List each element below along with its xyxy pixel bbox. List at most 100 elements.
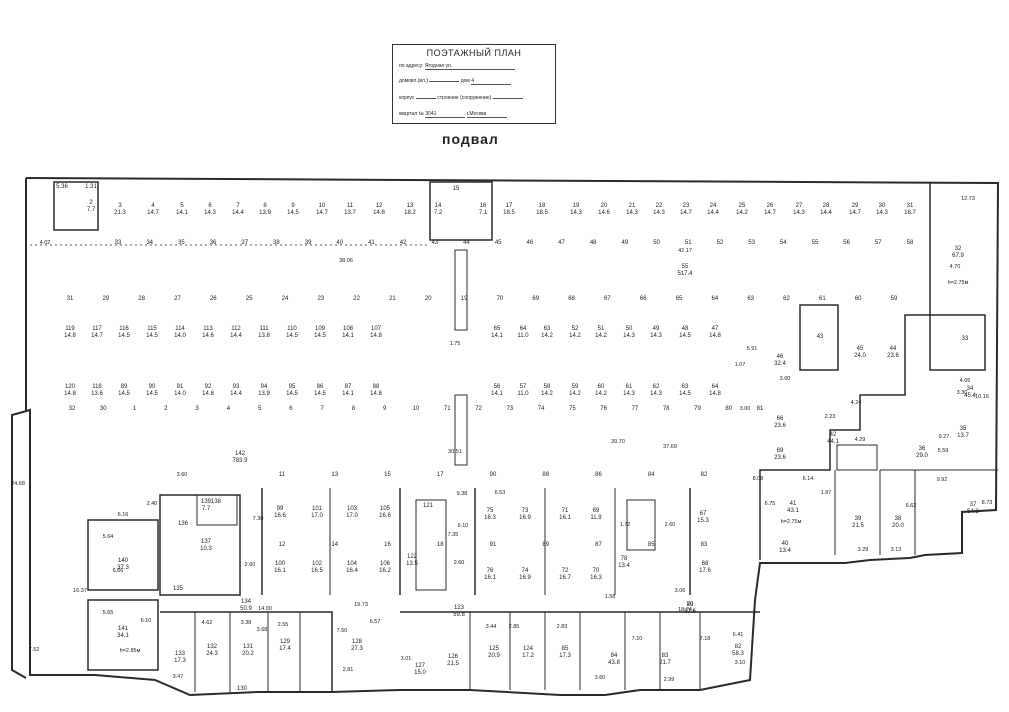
dimension-label: 2.81	[343, 667, 354, 673]
room-area: 32.4	[774, 361, 786, 367]
room-number: 18	[539, 203, 546, 209]
room-area: 14.5	[118, 333, 130, 339]
dimension-label: 4.29	[855, 437, 866, 443]
dimension-label: 30.51	[448, 449, 462, 455]
room-number: 82	[735, 644, 742, 650]
room-area: 54.2	[967, 509, 979, 515]
room-area: 17.3	[559, 653, 571, 659]
room-number: 139	[201, 499, 212, 505]
dimension-label: 5.65	[103, 610, 114, 616]
east-block-wall	[759, 183, 931, 560]
parking-spot-number: 6	[289, 406, 293, 412]
parking-spot-number: 32	[69, 406, 76, 412]
room-area: 14.8	[709, 391, 721, 397]
room-area: 18.5	[503, 210, 515, 216]
room-area: 14.5	[314, 391, 326, 397]
house-line: домовл.(вл.) дом 4	[399, 78, 512, 85]
room-number: 41	[790, 501, 797, 507]
room-number: 132	[207, 644, 218, 650]
parking-spot-number: 47	[558, 240, 565, 246]
room-number: 66	[777, 416, 784, 422]
room-number: 43	[817, 334, 824, 340]
room-number: 78	[621, 556, 628, 562]
room-number: 9	[291, 203, 295, 209]
shaft-122	[415, 499, 447, 591]
dimension-label: 7.30	[253, 516, 264, 522]
room-number: 50	[626, 326, 633, 332]
room-number: 84	[611, 653, 618, 659]
title-block: ПОЭТАЖНЫЙ ПЛАН по адресу: Ягодная ул. до…	[392, 44, 556, 124]
room-area: 14.7	[680, 210, 692, 216]
room-area: 14.2	[736, 210, 748, 216]
room-number: 136	[178, 521, 189, 527]
room-area: 15.0	[414, 670, 426, 676]
room-area: 14.1	[342, 333, 354, 339]
room-area: 14.3	[626, 210, 638, 216]
parking-spot-number: 10	[413, 406, 420, 412]
parking-spot-number: 27	[174, 296, 181, 302]
parking-spot-number: 87	[595, 542, 602, 548]
room-area: 13.9	[259, 210, 271, 216]
dimension-label: 3.60	[780, 376, 791, 382]
room-area: 14.3	[793, 210, 805, 216]
room-number: 55	[682, 264, 689, 270]
parking-spot-number: 34	[146, 240, 153, 246]
room-number: 123	[454, 605, 465, 611]
dimension-label: 7.50	[337, 628, 348, 634]
room-number: 60	[598, 384, 605, 390]
room-number: 21	[629, 203, 636, 209]
room-number: 73	[522, 508, 529, 514]
room-area: 7.7	[87, 207, 96, 213]
room-141-wall	[87, 599, 159, 671]
room-number: 39	[855, 516, 862, 522]
room-number: 8	[263, 203, 267, 209]
dimension-label: 2.60	[665, 522, 676, 528]
room-number: 47	[712, 326, 719, 332]
room-area: 14.3	[570, 210, 582, 216]
room-number: 44	[890, 346, 897, 352]
dimension-label: 3.44	[486, 624, 497, 630]
parking-spot-number: 5	[258, 406, 262, 412]
room-area: 58.3	[732, 651, 744, 657]
dimension-label: 3.47	[173, 674, 184, 680]
room-number: 63	[544, 326, 551, 332]
dimension-label: 8.73	[982, 500, 993, 506]
room-area: 14.4	[230, 333, 242, 339]
room-number: 25	[739, 203, 746, 209]
dimension-label: h=2.75м	[948, 280, 969, 286]
room-area: 14.5	[286, 333, 298, 339]
ramp-column	[454, 249, 468, 331]
room-number: 107	[371, 326, 382, 332]
parking-spot-number: 78	[663, 406, 670, 412]
parking-spot-number: 48	[590, 240, 597, 246]
room-area: 20.2	[242, 651, 254, 657]
floor-title: подвал	[442, 131, 499, 147]
dimension-label: 18.74	[678, 607, 692, 613]
room-area: 13.8	[258, 333, 270, 339]
room-number: 36	[919, 446, 926, 452]
parking-spot-number: 37	[241, 240, 248, 246]
parking-spot-number: 41	[368, 240, 375, 246]
room-area: 17.4	[279, 646, 291, 652]
room-number: 16	[480, 203, 487, 209]
parking-spot-number: 46	[526, 240, 533, 246]
room-number: 48	[682, 326, 689, 332]
stair-core-west	[53, 181, 99, 231]
parking-spot-number: 1	[133, 406, 137, 412]
room-number: 104	[347, 561, 358, 567]
room-number: 24	[710, 203, 717, 209]
parking-spot-number: 49	[622, 240, 629, 246]
room-number: 76	[487, 568, 494, 574]
room-number: 28	[823, 203, 830, 209]
dimension-label: 5.59	[938, 448, 949, 454]
dimension-label: 14.00	[258, 606, 272, 612]
room-area: 14.1	[176, 210, 188, 216]
room-area: 20.0	[892, 523, 904, 529]
parking-spot-number: 59	[891, 296, 898, 302]
room-area: 16.3	[484, 515, 496, 521]
parking-spot-number: 91	[490, 542, 497, 548]
room-area: 14.2	[569, 391, 581, 397]
dimension-label: 2.99	[664, 677, 675, 683]
room-number: 86	[317, 384, 324, 390]
dimension-label: 6.16	[118, 512, 129, 518]
